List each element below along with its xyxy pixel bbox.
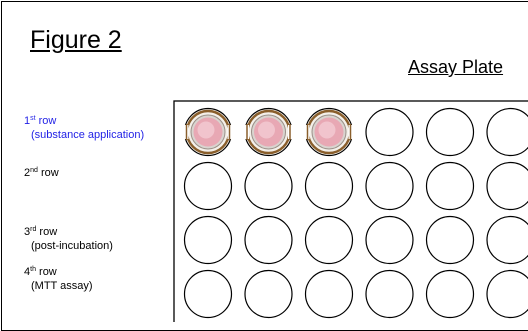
row-word: row [41,167,59,179]
row-word: row [39,266,57,278]
well [185,217,232,264]
row-note: (substance application) [24,128,144,142]
row-note: (MTT assay) [24,279,93,293]
well [487,109,528,156]
row-ordinal: nd [30,167,38,174]
well [245,217,292,264]
row-ordinal: rd [30,226,36,233]
well [366,271,413,318]
row-ordinal: th [30,266,36,273]
well [306,271,353,318]
assay-plate [173,100,528,322]
row-word: row [39,226,57,238]
well [427,217,474,264]
row-label-1: 1st row (substance application) [24,114,144,142]
well-with-insert [305,109,354,156]
well [366,163,413,210]
well [427,163,474,210]
row-note: (post-incubation) [24,239,113,253]
well [427,109,474,156]
well [487,217,528,264]
well [185,163,232,210]
plate-title: Assay Plate [408,58,503,76]
well [487,271,528,318]
row-word: row [39,115,57,127]
well [427,271,474,318]
well [245,271,292,318]
row-label-4: 4th row (MTT assay) [24,265,93,293]
well [366,109,413,156]
well [366,217,413,264]
row-label-2: 2nd row [24,166,59,180]
well [306,217,353,264]
well-with-insert [244,109,293,156]
well [185,271,232,318]
well [487,163,528,210]
well [245,163,292,210]
row-ordinal: st [30,115,35,122]
well-with-insert [184,109,233,156]
well [306,163,353,210]
figure-title: Figure 2 [30,28,122,53]
row-label-3: 3rd row (post-incubation) [24,225,113,253]
